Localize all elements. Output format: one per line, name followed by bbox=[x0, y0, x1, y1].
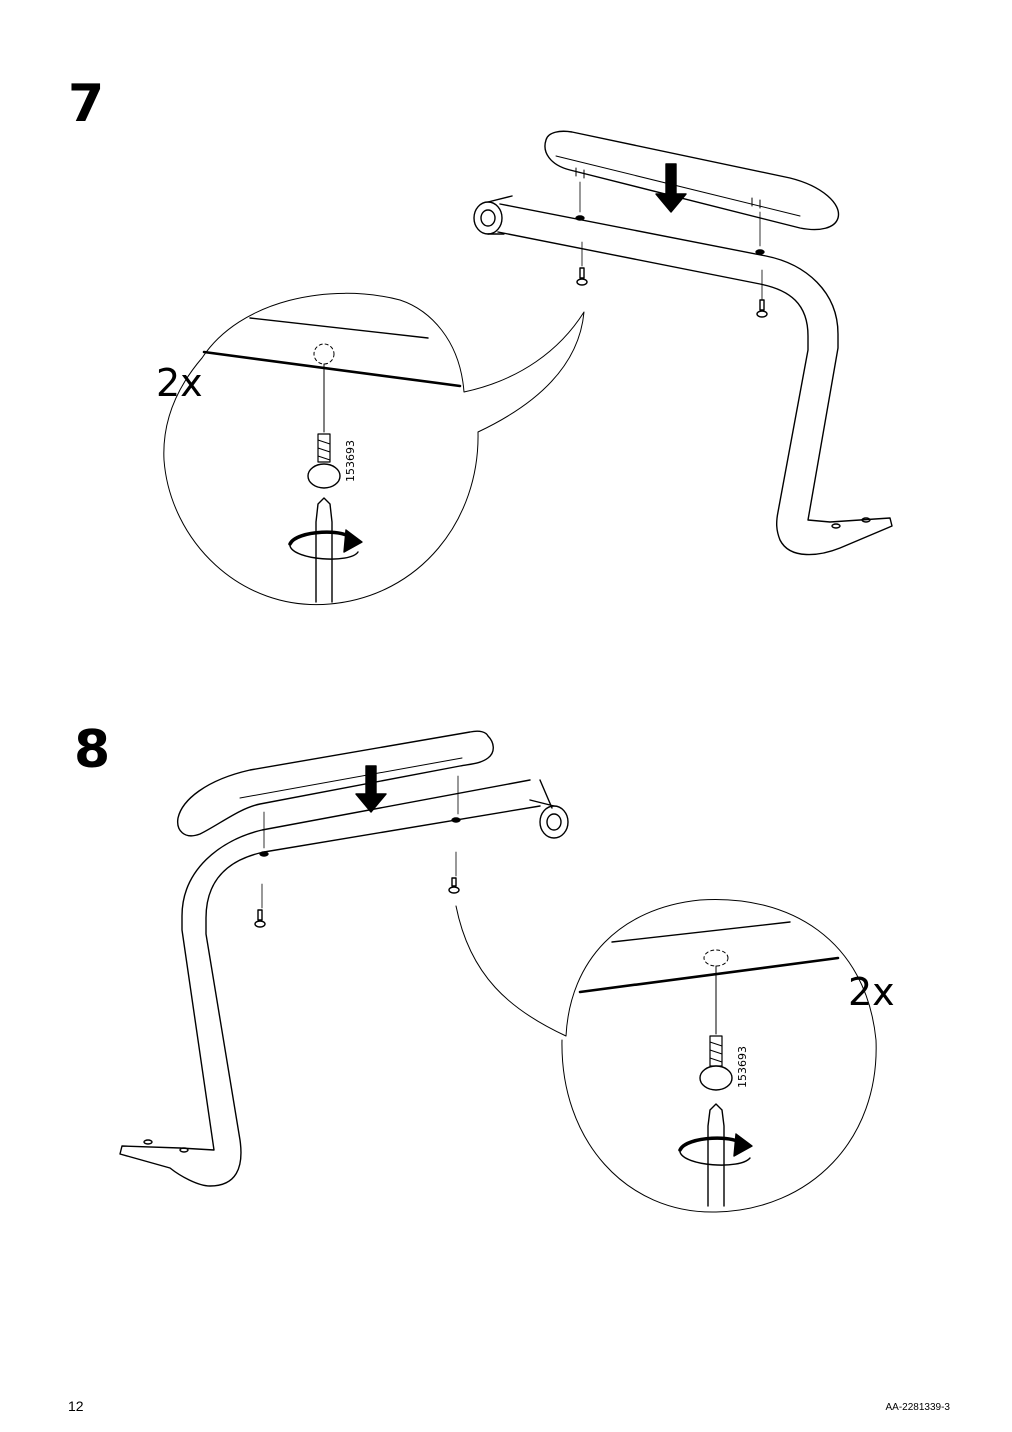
armrest-frame bbox=[119, 779, 541, 1187]
screw-icon bbox=[756, 299, 768, 318]
page-number: 12 bbox=[68, 1398, 84, 1414]
step-7-quantity-label: 2x bbox=[156, 361, 203, 405]
step-8-part-number: 153693 bbox=[736, 1046, 749, 1088]
screw-icon bbox=[699, 1035, 733, 1091]
detail-callout bbox=[163, 292, 585, 606]
screw-icon bbox=[307, 433, 341, 489]
step8-armrest-illustration bbox=[119, 730, 877, 1213]
rotate-clockwise-icon bbox=[678, 1133, 753, 1166]
screw-icon bbox=[576, 267, 588, 286]
down-arrow-icon bbox=[355, 765, 387, 813]
rotate-clockwise-icon bbox=[288, 529, 363, 560]
step-8-number: 8 bbox=[74, 720, 111, 780]
armrest-frame bbox=[497, 203, 893, 556]
armrest-pad bbox=[177, 730, 494, 837]
document-id: AA-2281339-3 bbox=[885, 1402, 951, 1413]
armrest-pad bbox=[544, 130, 840, 231]
step-8-quantity-label: 2x bbox=[848, 970, 895, 1014]
screwdriver-icon bbox=[315, 497, 333, 603]
detail-callout bbox=[455, 898, 877, 1213]
screw-icon bbox=[448, 877, 460, 894]
down-arrow-icon bbox=[655, 163, 687, 213]
step-7-part-number: 153693 bbox=[344, 440, 357, 482]
screwdriver-icon bbox=[707, 1103, 725, 1207]
step7-armrest-illustration bbox=[163, 130, 893, 606]
step-7-number: 7 bbox=[68, 74, 105, 134]
screw-icon bbox=[254, 909, 266, 928]
